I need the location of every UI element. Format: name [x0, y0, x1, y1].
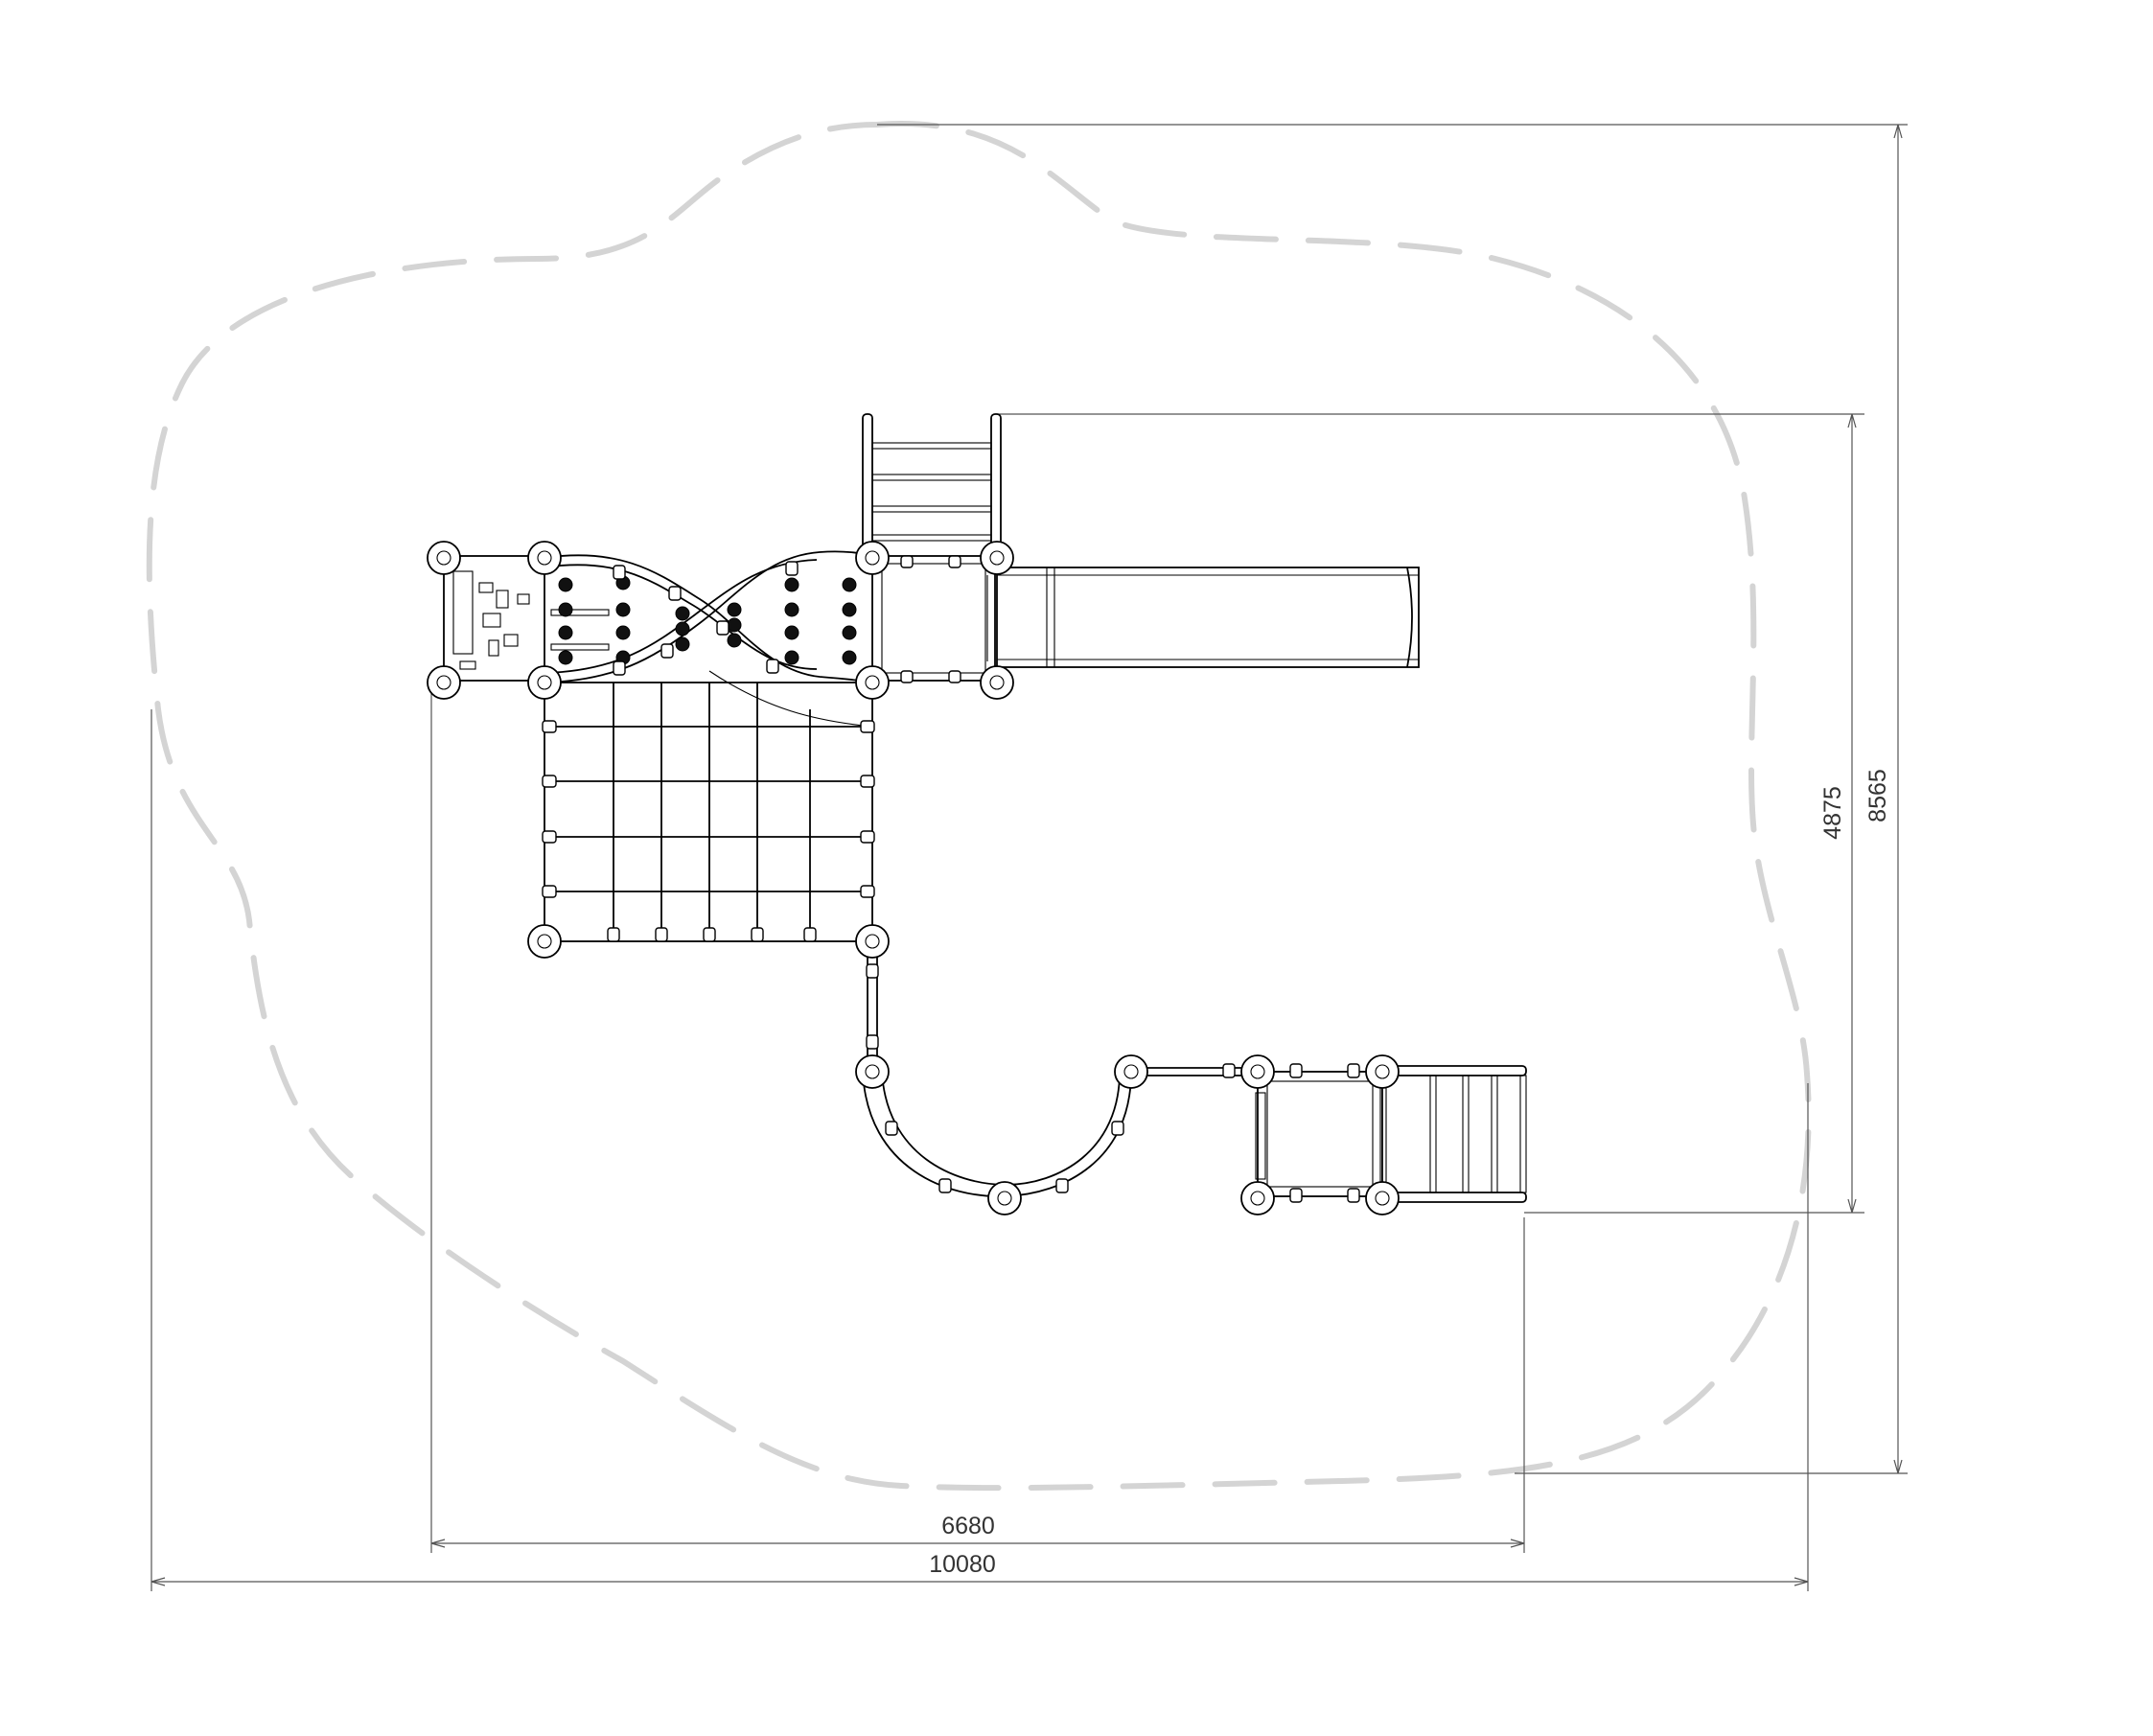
climbing-holds [558, 575, 857, 665]
post [1114, 1054, 1148, 1089]
post [1365, 1181, 1400, 1215]
post [527, 541, 562, 575]
post [527, 665, 562, 700]
activity-panel-left [443, 555, 545, 682]
post [527, 924, 562, 959]
post [427, 541, 461, 575]
post [855, 541, 890, 575]
posts [427, 541, 1400, 1215]
post [987, 1181, 1022, 1215]
curved-balance-beam [862, 941, 1265, 1197]
post [980, 665, 1014, 700]
post [1240, 1054, 1275, 1089]
dimension-label-4875: 4875 [1819, 786, 1846, 840]
dimension-label-8565: 8565 [1864, 769, 1891, 822]
slide [996, 567, 1420, 668]
dimension-label-6680: 6680 [941, 1513, 995, 1539]
ladder-bottom [1379, 1065, 1527, 1203]
safety-zone-outline [146, 121, 1812, 1492]
post [980, 541, 1014, 575]
climbing-net [544, 670, 873, 942]
dimension-width-equipment: 6680 [430, 686, 1525, 1553]
connectors [542, 555, 1360, 1203]
platform-bottom [1255, 1071, 1383, 1197]
dimension-depth-safety: 8565 [877, 124, 1908, 1474]
wave-beams [544, 550, 873, 683]
post [855, 1054, 890, 1089]
dimension-width-safety: 10080 [150, 709, 1809, 1591]
post [855, 924, 890, 959]
dimension-label-10080: 10080 [929, 1551, 996, 1578]
post [1365, 1054, 1400, 1089]
post [427, 665, 461, 700]
dimension-depth-equipment: 4875 [997, 413, 1864, 1214]
platform-top [871, 555, 996, 682]
ladder-top [862, 413, 1002, 559]
post [855, 665, 890, 700]
post [1240, 1181, 1275, 1215]
